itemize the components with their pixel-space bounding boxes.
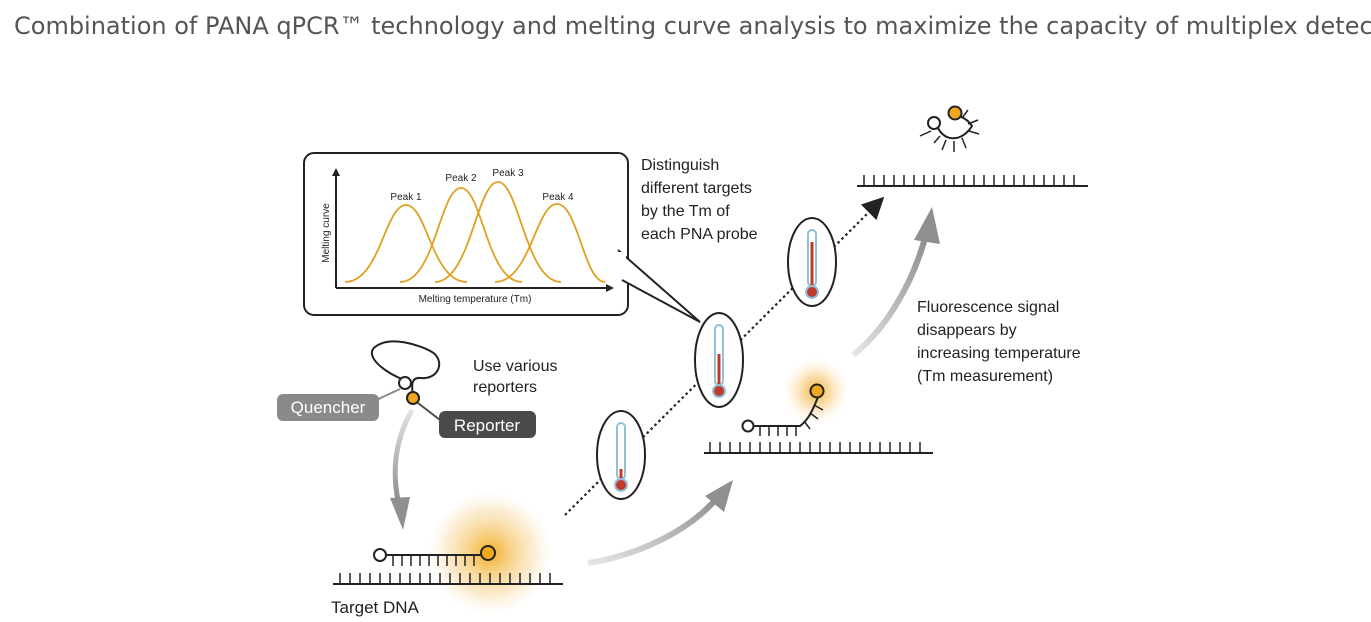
- rising-arrow-lower: [587, 480, 733, 566]
- thermometer-icon: [596, 410, 646, 500]
- distinguish-annotation: Distinguish different targets by the Tm …: [641, 157, 758, 243]
- peak-4-label: Peak 4: [542, 192, 574, 203]
- quencher-label: Quencher: [291, 398, 366, 417]
- distinguish-line-2: different targets: [641, 180, 752, 197]
- probe-loop-icon: [370, 340, 441, 421]
- callout-pointer-mask: [614, 252, 626, 278]
- target-dna-strand-top: [857, 175, 1088, 187]
- reporter-leader: [417, 402, 441, 421]
- peak-curves: [344, 181, 606, 283]
- rising-arrow-upper: [851, 207, 940, 358]
- melting-probe: [741, 383, 825, 436]
- thermometer-icon: [787, 217, 837, 307]
- x-axis-arrow: [606, 284, 614, 292]
- peak-3-label: Peak 3: [492, 168, 524, 179]
- quencher-pill: Quencher: [277, 394, 379, 421]
- callout-box: [303, 152, 629, 316]
- reporter-label: Reporter: [454, 416, 520, 435]
- distinguish-line-3: by the Tm of: [641, 203, 730, 220]
- chart-ylabel: Melting curve: [321, 203, 332, 263]
- quencher-dot: [398, 376, 412, 390]
- target-dna-strand: [333, 573, 563, 585]
- fluorescence-annotation: Fluorescence signal disappears by increa…: [917, 299, 1081, 385]
- distinguish-line-1: Distinguish: [641, 157, 719, 174]
- reporter-pill: Reporter: [439, 411, 536, 438]
- fluorescence-line-1: Fluorescence signal: [917, 299, 1059, 316]
- y-axis-arrow: [332, 168, 340, 176]
- reporter-dot: [406, 391, 420, 405]
- peak-1-label: Peak 1: [390, 192, 422, 203]
- target-dna-strand-middle: [704, 442, 933, 454]
- fluorescence-line-2: disappears by: [917, 322, 1017, 339]
- fluorescence-line-3: increasing temperature: [917, 345, 1081, 362]
- distinguish-line-4: each PNA probe: [641, 226, 758, 243]
- melting-curve-callout: Melting curve Melting temperature (Tm) P…: [303, 152, 701, 323]
- down-curved-arrow: [390, 408, 415, 530]
- reporters-annotation: Use various reporters: [473, 358, 557, 396]
- peak-3-curve: [434, 181, 562, 283]
- bound-probe: [373, 545, 496, 566]
- peak-1-curve: [344, 204, 468, 283]
- page-title: Combination of PANA qPCR™ technology and…: [14, 12, 1371, 40]
- target-dna-label: Target DNA: [331, 598, 420, 617]
- chart-xlabel: Melting temperature (Tm): [419, 294, 532, 305]
- released-probe-icon: [919, 105, 980, 152]
- thermometer-icon: [694, 312, 744, 408]
- fluorescence-line-4: (Tm measurement): [917, 368, 1053, 385]
- peak-2-label: Peak 2: [445, 173, 477, 184]
- peak-2-curve: [399, 187, 523, 283]
- reporters-line-1: Use various: [473, 358, 557, 375]
- callout-pointer: [617, 249, 701, 323]
- reporters-line-2: reporters: [473, 379, 537, 396]
- peak-4-curve: [494, 203, 606, 283]
